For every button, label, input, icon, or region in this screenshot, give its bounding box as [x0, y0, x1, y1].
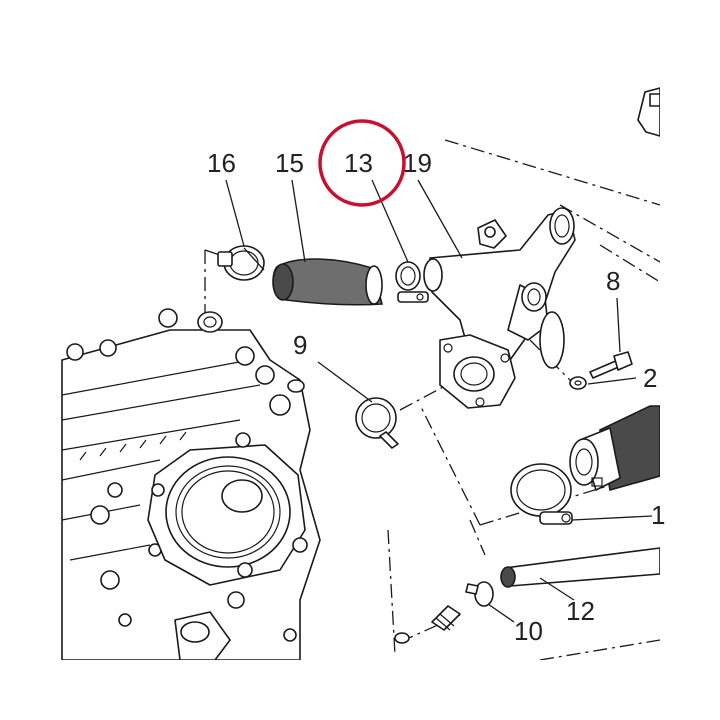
washer-part-2: [569, 376, 587, 390]
callout-12: 12: [566, 596, 595, 626]
callout-2: 2: [643, 363, 657, 393]
hose-clamp-part-1: [510, 463, 573, 525]
callout-10: 10: [514, 616, 543, 646]
bolt-part-8: [589, 351, 633, 379]
callout-leader-lines: [225, 179, 653, 623]
small-hose-part-12: [500, 547, 661, 588]
hose-clamp-part-13: [395, 261, 429, 303]
electrical-connector: [637, 87, 661, 137]
highlight-circle: [318, 119, 406, 207]
coolant-hose-part-15: [272, 258, 384, 306]
lower-coolant-hose: [569, 405, 661, 492]
gasket-ring-part-9: [355, 397, 399, 449]
callout-9: 9: [293, 330, 307, 360]
thermostat-housing-part-19: [423, 207, 576, 409]
callout-8: 8: [606, 266, 620, 296]
callout-labels: 16 15 13 19 8 9 12 10: [207, 148, 620, 646]
hose-fitting-nipple: [394, 605, 461, 644]
spring-clip-part-10: [465, 581, 494, 607]
right-margin: [660, 0, 720, 720]
callout-19: 19: [403, 148, 432, 178]
bottom-margin: [0, 660, 720, 720]
callout-15: 15: [275, 148, 304, 178]
engine-cylinder-head: [61, 308, 321, 661]
callout-13: 13: [344, 148, 373, 178]
hose-clamp-part-16: [217, 245, 265, 281]
callout-1: 1: [651, 500, 665, 530]
callout-16: 16: [207, 148, 236, 178]
